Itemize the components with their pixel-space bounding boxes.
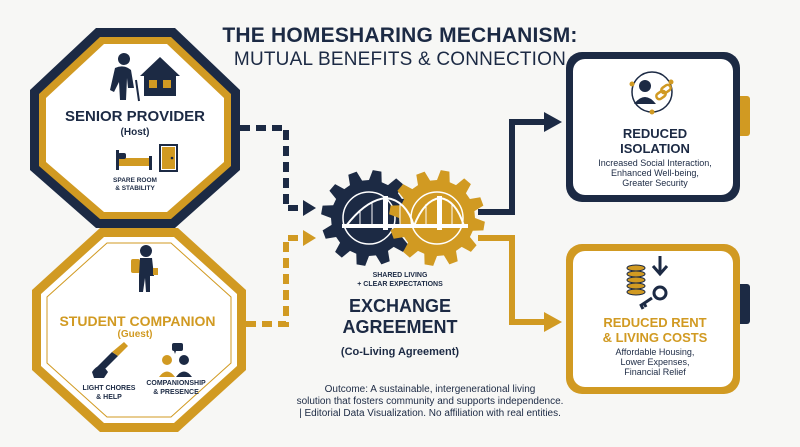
cleaning-hand-icon bbox=[92, 342, 128, 378]
bridge-icon bbox=[342, 196, 468, 230]
isolation-desc-line2: Enhanced Well-being, bbox=[611, 168, 699, 178]
reduced-rent-title: REDUCED RENT & LIVING COSTS bbox=[575, 315, 735, 345]
exchange-agreement-subtitle: (Co-Living Agreement) bbox=[340, 346, 460, 358]
isolation-desc-line3: Greater Security bbox=[622, 178, 688, 188]
companionship-line1: COMPANIONSHIP bbox=[146, 380, 206, 387]
offer-line2: & STABILITY bbox=[115, 185, 155, 192]
outcome-line1: Outcome: A sustainable, intergenerationa… bbox=[324, 384, 536, 395]
chores-line2: & HELP bbox=[96, 394, 122, 401]
bed-icon bbox=[116, 150, 152, 170]
agreement-to-rent-arrow bbox=[478, 235, 562, 332]
title-line1: THE HOMESHARING MECHANISM: bbox=[222, 24, 578, 47]
student-to-agreement-connector bbox=[246, 230, 316, 327]
elderly-person-icon bbox=[110, 53, 140, 102]
senior-to-agreement-connector bbox=[240, 125, 316, 216]
outcome-line3: | Editorial Data Visualization. No affil… bbox=[299, 408, 561, 419]
house-icon bbox=[140, 57, 180, 96]
student-companion-subtitle: (Guest) bbox=[117, 329, 153, 340]
agreement-to-isolation-arrow bbox=[478, 112, 562, 215]
student-companion-title: STUDENT COMPANION bbox=[59, 313, 216, 329]
isolation-desc-line1: Increased Social Interaction, bbox=[598, 158, 712, 168]
outcome-line2: solution that fosters community and supp… bbox=[296, 396, 564, 407]
reduced-isolation-description: Increased Social Interaction, Enhanced W… bbox=[580, 158, 730, 188]
exchange-title-line1: EXCHANGE bbox=[348, 296, 451, 316]
senior-provider-subtitle: (Host) bbox=[120, 127, 150, 138]
rent-desc-line3: Financial Relief bbox=[624, 367, 686, 377]
senior-provider-offer: SPARE ROOM & STABILITY bbox=[100, 177, 170, 193]
coins-key-icon bbox=[626, 256, 669, 310]
outcome-footer: Outcome: A sustainable, intergenerationa… bbox=[270, 384, 590, 420]
reduced-rent-card bbox=[566, 244, 750, 394]
companionship-icon bbox=[159, 343, 192, 377]
exchange-title-line2: AGREEMENT bbox=[342, 317, 458, 337]
rent-desc-line2: Lower Expenses, bbox=[620, 357, 690, 367]
student-icon bbox=[131, 245, 158, 292]
senior-provider-octagon bbox=[30, 28, 240, 228]
isolation-title-line2: ISOLATION bbox=[620, 141, 690, 156]
navy-gear-icon bbox=[321, 170, 417, 266]
isolation-title-line1: REDUCED bbox=[622, 126, 688, 141]
rent-title-line2: & LIVING COSTS bbox=[602, 330, 708, 345]
chores-label: LIGHT CHORES & HELP bbox=[74, 384, 144, 402]
reduced-isolation-title: REDUCED ISOLATION bbox=[580, 126, 730, 156]
senior-provider-title: SENIOR PROVIDER bbox=[64, 108, 206, 125]
companionship-label: COMPANIONSHIP & PRESENCE bbox=[140, 379, 212, 397]
reduced-isolation-card bbox=[566, 52, 750, 202]
shared-living-label: SHARED LIVING + CLEAR EXPECTATIONS bbox=[330, 271, 470, 289]
exchange-agreement-title: EXCHANGE AGREEMENT bbox=[300, 296, 500, 338]
chores-line1: LIGHT CHORES bbox=[82, 385, 136, 392]
reduced-rent-description: Affordable Housing, Lower Expenses, Fina… bbox=[580, 347, 730, 377]
rent-desc-line1: Affordable Housing, bbox=[615, 347, 695, 357]
door-icon bbox=[159, 144, 178, 172]
offer-line1: SPARE ROOM bbox=[113, 177, 157, 184]
title-line2: MUTUAL BENEFITS & CONNECTION bbox=[233, 49, 567, 70]
rent-title-line1: REDUCED RENT bbox=[603, 315, 707, 330]
person-link-icon bbox=[629, 71, 674, 115]
shared-line2: + CLEAR EXPECTATIONS bbox=[357, 281, 443, 288]
companionship-line2: & PRESENCE bbox=[153, 389, 199, 396]
shared-line1: SHARED LIVING bbox=[372, 272, 428, 279]
